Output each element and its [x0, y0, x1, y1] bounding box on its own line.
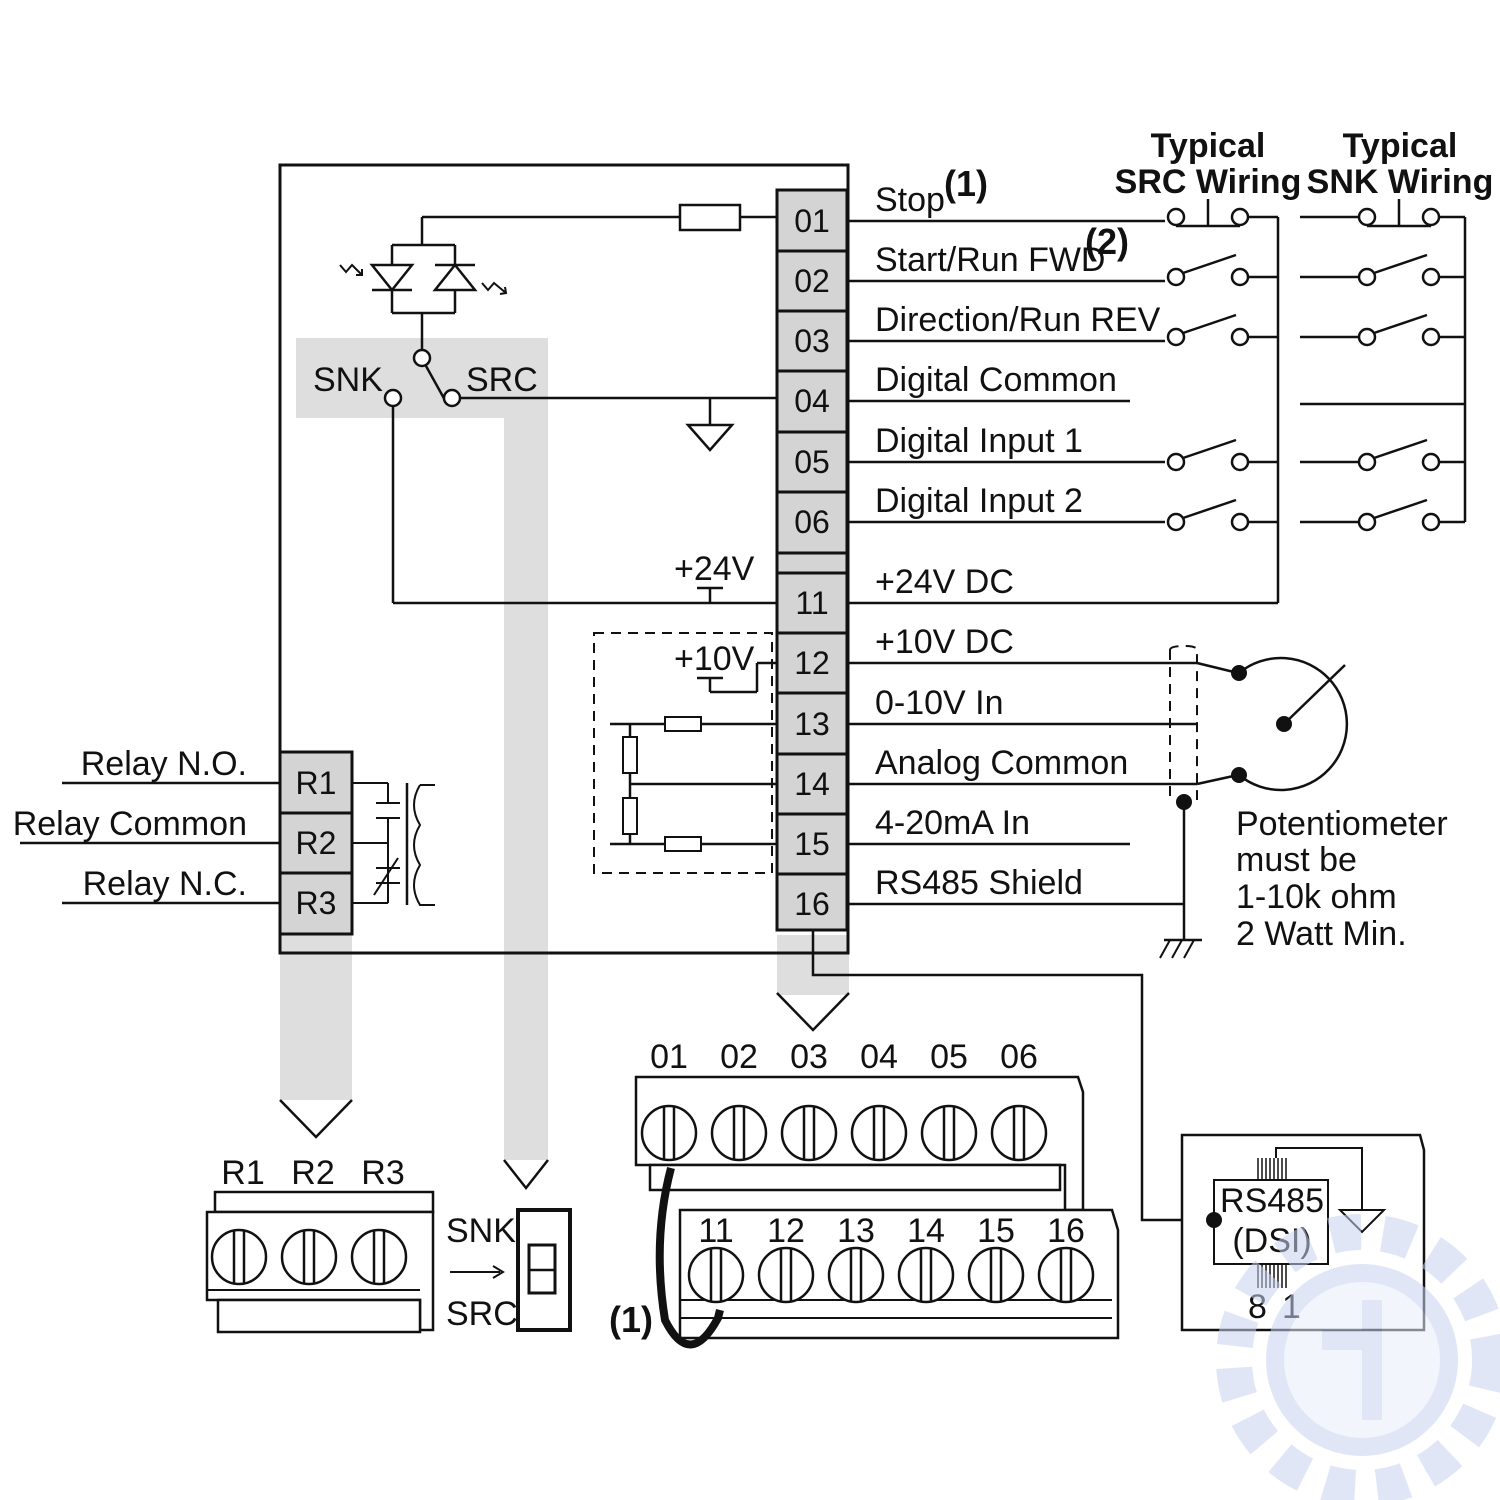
- relay-screw-R2: [280, 1228, 338, 1286]
- bottom-screw-12: [757, 1246, 815, 1304]
- internal-24v-label: +24V: [674, 550, 755, 588]
- drive-control-box: [278, 163, 850, 955]
- signal-label-14: Analog Common: [875, 744, 1128, 782]
- terminal-12: 12: [794, 645, 830, 681]
- jumper-src-label: SRC: [466, 361, 538, 399]
- relay-terminal-r3: R3: [296, 885, 337, 921]
- note-2-start: (2): [1085, 221, 1129, 262]
- signal-label-01: Stop: [875, 181, 945, 219]
- relay-terminal-strip: R1 R2 R3: [278, 750, 354, 936]
- pot-note-line1: Potentiometer: [1236, 805, 1448, 843]
- rs485-label: RS485: [1220, 1182, 1324, 1220]
- bottom-row-label-14: 14: [907, 1212, 945, 1250]
- bottom-row-label-11: 11: [698, 1212, 733, 1250]
- relay-screw-R1: [210, 1228, 268, 1286]
- top-row-label-02: 02: [720, 1038, 758, 1076]
- jumper-snk-label: SNK: [313, 361, 383, 399]
- relay-no-label: Relay N.O.: [81, 745, 247, 783]
- relay-block-label-R3: R3: [361, 1154, 404, 1192]
- relay-terminal-block: R1 R2 R3: [205, 1154, 435, 1334]
- terminal-01: 01: [794, 203, 830, 239]
- jumper-note: (1): [609, 1299, 653, 1340]
- signal-label-12: +10V DC: [875, 623, 1014, 661]
- signal-label-11: +24V DC: [875, 563, 1014, 601]
- bottom-screw-15: [967, 1246, 1025, 1304]
- signal-label-03: Direction/Run REV: [875, 301, 1161, 339]
- potentiometer: Potentiometer must be 1-10k ohm 2 Watt M…: [1159, 644, 1448, 959]
- top-screw-06: [990, 1104, 1048, 1162]
- relay-nc-label: Relay N.C.: [83, 865, 247, 903]
- terminal-13: 13: [794, 706, 830, 742]
- bottom-screw-16: [1037, 1246, 1095, 1304]
- snk-src-switch: SNK SRC: [446, 1208, 572, 1333]
- signal-label-15: 4-20mA In: [875, 804, 1030, 842]
- top-screw-01: [640, 1104, 698, 1162]
- top-row-label-04: 04: [860, 1038, 898, 1076]
- terminal-04: 04: [794, 383, 830, 419]
- top-row-label-03: 03: [790, 1038, 828, 1076]
- relay-screw-R3: [350, 1228, 408, 1286]
- watermark-logo: [1216, 1214, 1500, 1500]
- top-row-label-01: 01: [650, 1038, 688, 1076]
- terminal-03: 03: [794, 323, 830, 359]
- relay-wiring: Relay N.O. Relay Common Relay N.C.: [13, 745, 435, 906]
- control-terminal-block: 01 02 03 04 05 06 11 12 13 14 15 16 (1): [609, 1038, 1120, 1349]
- pot-note-line3: 1-10k ohm: [1236, 878, 1397, 916]
- relay-terminal-r2: R2: [296, 825, 337, 861]
- down-arrows: [279, 992, 850, 1191]
- relay-block-label-R2: R2: [291, 1154, 334, 1192]
- relay-block-label-R1: R1: [221, 1154, 264, 1192]
- wiring-headers: Typical SRC Wiring Typical SNK Wiring: [1115, 127, 1494, 201]
- src-header-line1: Typical: [1151, 127, 1266, 165]
- terminal-15: 15: [794, 826, 830, 862]
- top-screw-03: [780, 1104, 838, 1162]
- signal-label-13: 0-10V In: [875, 684, 1004, 722]
- signal-label-02: Start/Run FWD: [875, 241, 1105, 279]
- snk-wiring-switches: [1300, 199, 1467, 532]
- bottom-screw-13: [827, 1246, 885, 1304]
- bottom-screw-14: [897, 1246, 955, 1304]
- input-common-circuit: SNK SRC +24V: [313, 203, 777, 605]
- bottom-row-label-13: 13: [837, 1212, 875, 1250]
- internal-10v-label: +10V: [674, 640, 755, 678]
- signal-label-04: Digital Common: [875, 361, 1117, 399]
- relay-terminal-r1: R1: [296, 765, 337, 801]
- bottom-screw-11: [687, 1246, 745, 1304]
- snk-header-line1: Typical: [1343, 127, 1458, 165]
- top-row-label-05: 05: [930, 1038, 968, 1076]
- pot-note-line2: must be: [1236, 841, 1357, 879]
- relay-common-label: Relay Common: [13, 805, 247, 843]
- highlight-bands: [280, 338, 849, 1160]
- signal-label-05: Digital Input 1: [875, 422, 1083, 460]
- terminal-16: 16: [794, 886, 830, 922]
- bottom-row-label-12: 12: [767, 1212, 805, 1250]
- src-wiring-switches: [1166, 199, 1280, 603]
- snk-header-line2: SNK Wiring: [1307, 163, 1494, 201]
- switch-snk-label: SNK: [446, 1212, 516, 1250]
- top-row-label-06: 06: [1000, 1038, 1038, 1076]
- top-screw-04: [850, 1104, 908, 1162]
- terminal-06: 06: [794, 504, 830, 540]
- signal-lines: [847, 219, 1278, 906]
- note-1-stop: (1): [944, 163, 988, 204]
- switch-src-label: SRC: [446, 1295, 518, 1333]
- terminal-05: 05: [794, 444, 830, 480]
- rs485-wire: [811, 930, 1214, 1222]
- src-header-line2: SRC Wiring: [1115, 163, 1302, 201]
- top-screw-05: [920, 1104, 978, 1162]
- signal-label-06: Digital Input 2: [875, 482, 1083, 520]
- terminal-11: 11: [795, 585, 828, 621]
- analog-input-circuit: +10V: [593, 632, 777, 874]
- signal-label-16: RS485 Shield: [875, 864, 1083, 902]
- jumper-wire: [655, 1166, 724, 1349]
- bottom-row-label-15: 15: [977, 1212, 1015, 1250]
- bottom-row-label-16: 16: [1047, 1212, 1085, 1250]
- top-screw-02: [710, 1104, 768, 1162]
- terminal-14: 14: [794, 766, 830, 802]
- pot-note-line4: 2 Watt Min.: [1236, 915, 1407, 953]
- terminal-02: 02: [794, 263, 830, 299]
- terminal-strip: 01 02 03 04 05 06 11 12 13 14 15 16: [775, 188, 849, 932]
